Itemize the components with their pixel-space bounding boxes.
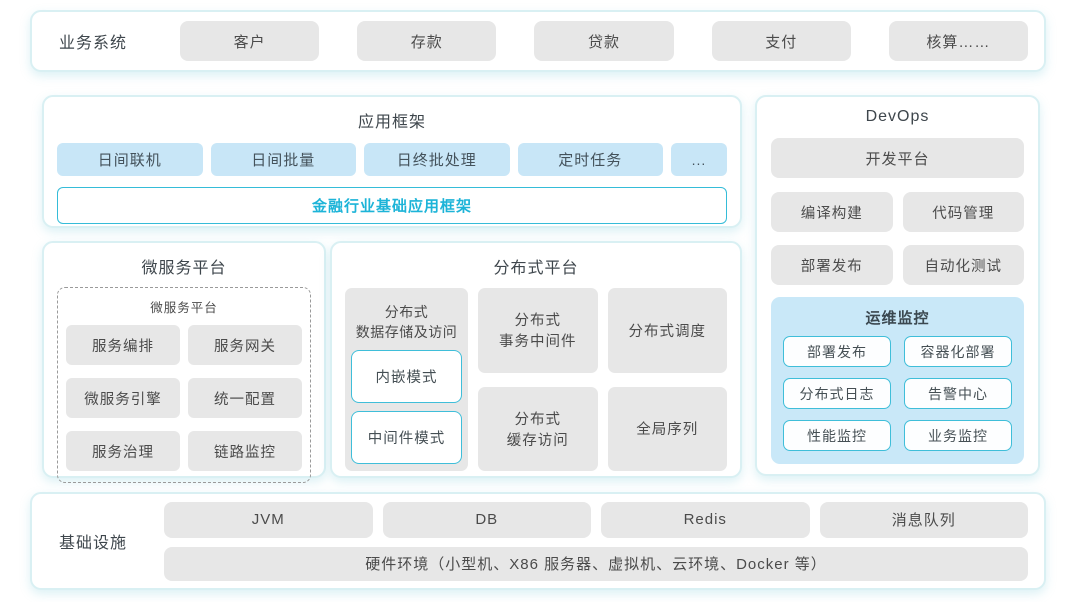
global-sequence: 全局序列: [607, 386, 727, 471]
infrastructure-panel: 基础设施 JVM DB Redis 消息队列 硬件环境（小型机、X86 服务器、…: [30, 492, 1046, 590]
ms-microservice-engine: 微服务引擎: [66, 378, 180, 418]
infrastructure-label: 基础设施: [58, 535, 127, 552]
ms-service-orchestration: 服务编排: [66, 325, 180, 365]
app-framework-panel: 应用框架 日间联机 日间批量 日终批处理 定时任务 ... 金融行业基础应用框架: [42, 95, 742, 228]
ops-monitoring-title: 运维监控: [865, 310, 930, 327]
business-item-payment: 支付: [711, 21, 851, 61]
devops-panel: DevOps 开发平台 编译构建 代码管理 部署发布 自动化测试 运维监控 部署…: [755, 95, 1040, 476]
mode-embedded: 内嵌模式: [351, 350, 462, 403]
monitor-distributed-log: 分布式日志: [783, 378, 891, 409]
distributed-cache-access: 分布式 缓存访问: [478, 386, 598, 471]
app-framework-title: 应用框架: [357, 114, 426, 131]
devops-tools-grid: 编译构建 代码管理 部署发布 自动化测试: [771, 192, 1024, 285]
monitor-performance: 性能监控: [783, 420, 891, 451]
business-item-customer: 客户: [180, 21, 320, 61]
microservice-panel: 微服务平台 微服务平台 服务编排 服务网关 微服务引擎 统一配置 服务治理 链路…: [42, 241, 326, 483]
module-scheduled-task: 定时任务: [517, 143, 663, 176]
tool-deploy-release: 部署发布: [771, 245, 893, 285]
infra-redis: Redis: [601, 501, 810, 538]
distributed-col-2: 分布式 事务中间件 分布式 缓存访问: [478, 288, 598, 471]
monitor-deploy-release: 部署发布: [783, 336, 891, 367]
business-system-label: 业务系统: [58, 35, 127, 52]
tool-automated-testing: 自动化测试: [902, 245, 1024, 285]
distributed-storage-box: 分布式 数据存储及访问 内嵌模式 中间件模式: [345, 288, 468, 471]
tool-compile-build: 编译构建: [771, 192, 893, 232]
module-daytime-batch: 日间批量: [210, 143, 356, 176]
distributed-content: 分布式 数据存储及访问 内嵌模式 中间件模式 分布式 事务中间件 分布式 缓存访…: [345, 288, 727, 471]
infrastructure-items-row: JVM DB Redis 消息队列: [164, 501, 1028, 538]
ops-monitoring-panel: 运维监控 部署发布 容器化部署 分布式日志 告警中心 性能监控 业务监控: [771, 297, 1024, 464]
mode-middleware: 中间件模式: [351, 411, 462, 464]
devops-dev-platform: 开发平台: [771, 138, 1024, 178]
infrastructure-content: JVM DB Redis 消息队列 硬件环境（小型机、X86 服务器、虚拟机、云…: [164, 501, 1028, 581]
monitor-business: 业务监控: [904, 420, 1012, 451]
business-system-panel: 业务系统 客户 存款 贷款 支付 核算……: [30, 10, 1046, 72]
devops-title: DevOps: [865, 108, 930, 125]
distributed-panel: 分布式平台 分布式 数据存储及访问 内嵌模式 中间件模式 分布式 事务中间件 分…: [330, 241, 742, 478]
business-item-loan: 贷款: [534, 21, 674, 61]
app-framework-modules-row: 日间联机 日间批量 日终批处理 定时任务 ...: [57, 143, 727, 176]
microservice-inner-title: 微服务平台: [150, 301, 218, 315]
distributed-scheduling: 分布式调度: [607, 288, 727, 373]
infra-jvm: JVM: [164, 501, 373, 538]
ms-unified-config: 统一配置: [188, 378, 302, 418]
business-item-accounting: 核算……: [888, 21, 1029, 61]
distributed-col-3: 分布式调度 全局序列: [607, 288, 727, 471]
finance-base-framework: 金融行业基础应用框架: [57, 187, 727, 224]
infra-db: DB: [382, 501, 591, 538]
module-more: ...: [671, 143, 727, 176]
ms-service-governance: 服务治理: [66, 431, 180, 471]
module-eod-batch: 日终批处理: [364, 143, 510, 176]
ops-monitoring-grid: 部署发布 容器化部署 分布式日志 告警中心 性能监控 业务监控: [783, 336, 1012, 451]
ms-service-gateway: 服务网关: [188, 325, 302, 365]
microservice-grid: 服务编排 服务网关 微服务引擎 统一配置 服务治理 链路监控: [66, 325, 302, 471]
business-items-row: 客户 存款 贷款 支付 核算……: [180, 21, 1029, 61]
microservice-inner-box: 微服务平台 服务编排 服务网关 微服务引擎 统一配置 服务治理 链路监控: [57, 287, 311, 483]
distributed-title: 分布式平台: [493, 260, 579, 277]
microservice-title: 微服务平台: [141, 260, 227, 277]
infra-message-queue: 消息队列: [819, 501, 1028, 538]
module-daytime-online: 日间联机: [57, 143, 203, 176]
monitor-containerized-deploy: 容器化部署: [904, 336, 1012, 367]
distributed-transaction-middleware: 分布式 事务中间件: [478, 288, 598, 373]
tool-code-management: 代码管理: [902, 192, 1024, 232]
distributed-storage-title: 分布式 数据存储及访问: [355, 304, 458, 340]
monitor-alert-center: 告警中心: [904, 378, 1012, 409]
infra-hardware-environment: 硬件环境（小型机、X86 服务器、虚拟机、云环境、Docker 等）: [164, 546, 1028, 581]
distributed-storage-modes: 内嵌模式 中间件模式: [351, 350, 462, 464]
ms-trace-monitoring: 链路监控: [188, 431, 302, 471]
business-item-deposit: 存款: [357, 21, 497, 61]
